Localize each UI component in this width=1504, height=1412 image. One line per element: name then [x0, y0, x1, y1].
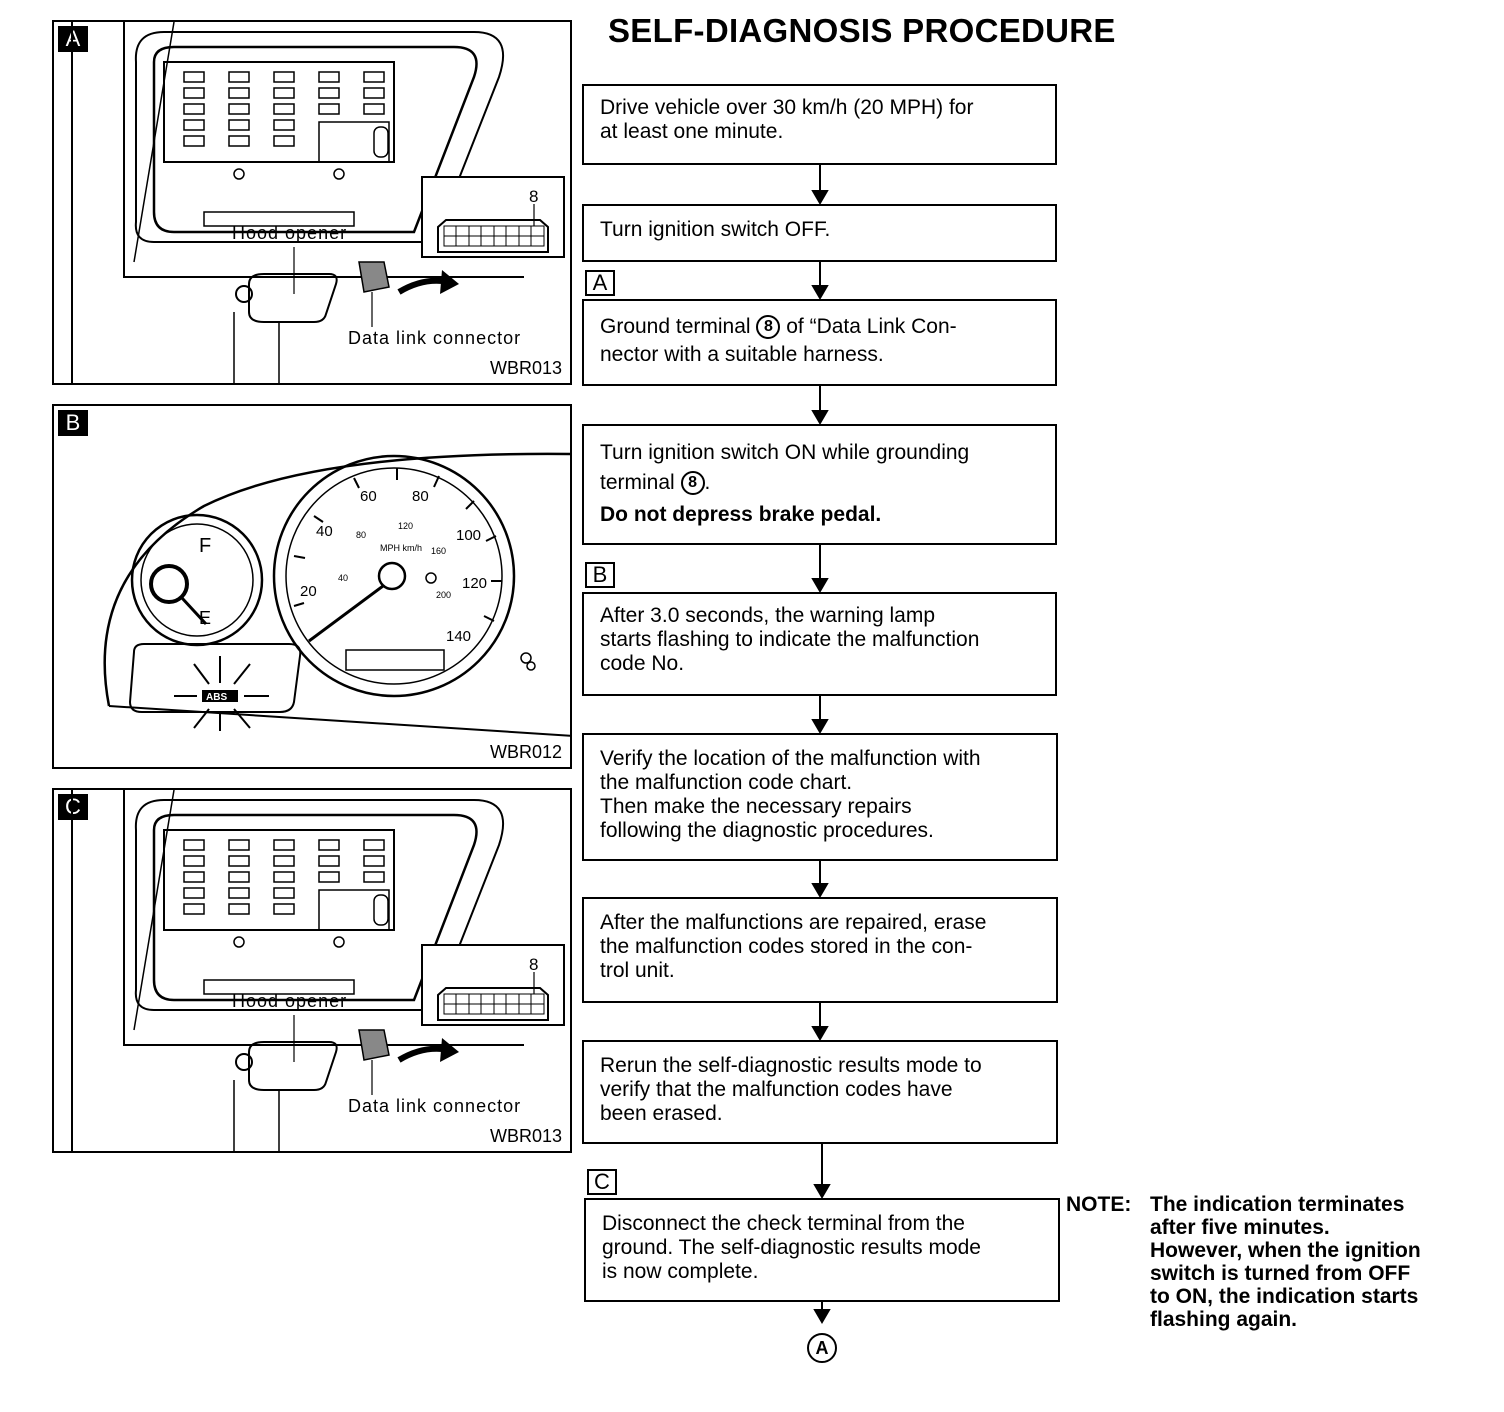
step-4-box: Turn ignition switch ON while grounding …: [582, 424, 1057, 545]
fuel-full-label: F: [199, 535, 211, 557]
figure-code: WBR013: [490, 1126, 562, 1146]
figure-panel-c: C 8 Ho: [52, 788, 572, 1153]
speed-tick-20: 20: [300, 583, 317, 600]
speed-tick-60: 60: [360, 488, 377, 505]
hood-opener-label: Hood opener: [232, 991, 347, 1011]
step-4-text-post: .: [704, 471, 711, 494]
kmh-tick-200: 200: [436, 590, 451, 600]
speed-tick-140: 140: [446, 628, 471, 645]
note-line-1: The indication terminates: [1150, 1193, 1405, 1216]
step-7-line-3: trol unit.: [600, 959, 675, 982]
note-line-3: However, when the ignition: [1150, 1239, 1421, 1262]
fuse-box-illustration: 8 Hood opener Data link connector WBR013: [71, 22, 565, 383]
note-line-5: to ON, the indication starts: [1150, 1285, 1419, 1308]
data-link-connector-label: Data link connector: [348, 328, 521, 348]
terminal-8-circle: 8: [680, 471, 705, 496]
speed-tick-80: 80: [412, 488, 429, 505]
fuse-box-illustration: 8 Hood opener Data link connector WBR013: [71, 790, 565, 1151]
page-title: SELF-DIAGNOSIS PROCEDURE: [608, 12, 1116, 49]
step-4-warning: Do not depress brake pedal.: [600, 503, 882, 526]
step-8-line-3: been erased.: [600, 1102, 723, 1125]
step-6-line-2: the malfunction code chart.: [600, 771, 853, 794]
end-connector-circle: A: [807, 1333, 837, 1363]
meter-cluster-illustration: F E 20 40 60 80 100 120 140 40 80 120 16…: [103, 452, 570, 762]
figure-panel-b: B F E 20 40 60 80 100 120 140 40 80 120 …: [52, 404, 572, 769]
step-3-box: Ground terminal 8 of “Data Link Con- nec…: [582, 299, 1057, 386]
step-7-box: After the malfunctions are repaired, era…: [582, 897, 1058, 1003]
note-line-2: after five minutes.: [1150, 1216, 1330, 1239]
note-line-4: switch is turned from OFF: [1150, 1262, 1411, 1285]
note-block: NOTE: The indication terminates after fi…: [1066, 1193, 1496, 1331]
abs-warning-lamp: ABS: [206, 692, 227, 703]
step-5-tag: B: [585, 562, 615, 588]
step-6-line-1: Verify the location of the malfunction w…: [600, 747, 981, 770]
step-5-box: After 3.0 seconds, the warning lamp star…: [582, 592, 1057, 696]
step-1-line-2: at least one minute.: [600, 120, 784, 143]
step-8-box: Rerun the self-diagnostic results mode t…: [582, 1040, 1058, 1144]
step-6-line-4: following the diagnostic procedures.: [600, 819, 934, 842]
step-7-line-1: After the malfunctions are repaired, era…: [600, 911, 987, 934]
fuel-empty-label: E: [199, 608, 211, 628]
speed-tick-100: 100: [456, 527, 481, 544]
step-7-line-2: the malfunction codes stored in the con-: [600, 935, 973, 958]
step-8-line-2: verify that the malfunction codes have: [600, 1078, 953, 1101]
step-5-line-2: starts flashing to indicate the malfunct…: [600, 628, 980, 651]
note-label: NOTE:: [1066, 1193, 1132, 1216]
figure-panel-a: A: [52, 20, 572, 385]
step-6-line-3: Then make the necessary repairs: [600, 795, 912, 818]
step-3-text-pre: Ground terminal: [600, 315, 757, 338]
step-9-line-1: Disconnect the check terminal from the: [602, 1212, 965, 1235]
step-2-line-1: Turn ignition switch OFF.: [600, 218, 831, 241]
step-3-text-post: of “Data Link Con-: [780, 315, 957, 338]
step-9-box: Disconnect the check terminal from the g…: [584, 1198, 1060, 1302]
step-9-line-2: ground. The self-diagnostic results mode: [602, 1236, 981, 1259]
panel-tag-b: B: [58, 410, 88, 436]
step-3-tag: A: [585, 270, 615, 296]
figure-code: WBR012: [490, 742, 562, 762]
step-5-line-3: code No.: [600, 652, 685, 675]
kmh-tick-80: 80: [356, 530, 366, 540]
step-1-line-1: Drive vehicle over 30 km/h (20 MPH) for: [600, 96, 974, 119]
note-line-6: flashing again.: [1150, 1308, 1298, 1331]
step-6-box: Verify the location of the malfunction w…: [582, 733, 1058, 861]
speed-tick-40: 40: [316, 523, 333, 540]
step-2-box: Turn ignition switch OFF.: [582, 204, 1057, 262]
speed-unit-label: MPH km/h: [380, 543, 422, 553]
data-link-connector-label: Data link connector: [348, 1096, 521, 1116]
step-4-line-1: Turn ignition switch ON while grounding: [600, 441, 970, 464]
hood-opener-label: Hood opener: [232, 223, 347, 243]
step-1-box: Drive vehicle over 30 km/h (20 MPH) for …: [582, 84, 1057, 165]
step-4-text-pre: terminal: [600, 471, 681, 494]
step-8-line-1: Rerun the self-diagnostic results mode t…: [600, 1054, 982, 1077]
step-9-tag: C: [587, 1169, 617, 1195]
kmh-tick-160: 160: [431, 546, 446, 556]
connector-pin-label: 8: [529, 955, 538, 974]
step-5-line-1: After 3.0 seconds, the warning lamp: [600, 604, 936, 627]
figure-code: WBR013: [490, 358, 562, 378]
step-3-line-2: nector with a suitable harness.: [600, 343, 884, 366]
terminal-8-circle: 8: [756, 315, 781, 340]
kmh-tick-40: 40: [338, 573, 348, 583]
kmh-tick-120: 120: [398, 521, 413, 531]
connector-pin-label: 8: [529, 187, 538, 206]
speed-tick-120: 120: [462, 575, 487, 592]
end-connector-label: A: [815, 1338, 829, 1358]
step-9-line-3: is now complete.: [602, 1260, 759, 1283]
